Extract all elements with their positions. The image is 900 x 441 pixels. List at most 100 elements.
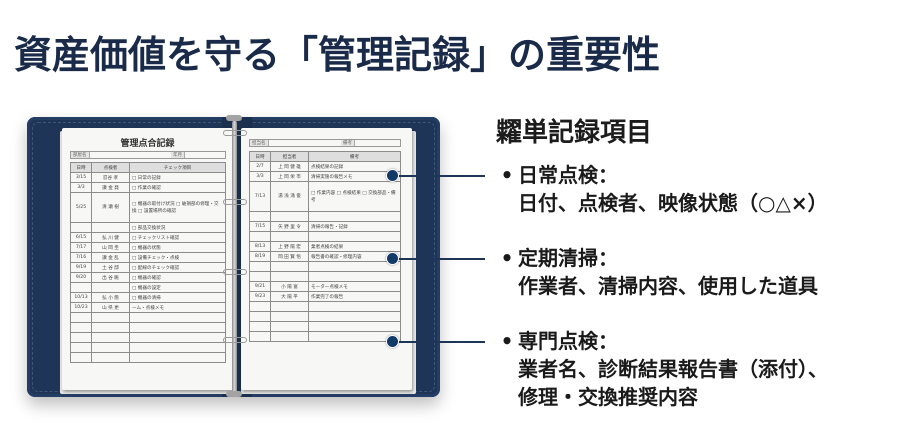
cell-date: [249, 321, 271, 332]
cell-date: 7/13: [249, 181, 271, 212]
cell-date: [249, 261, 271, 272]
cell-notes: 業者点検の結果: [308, 241, 401, 252]
cell-date: [70, 282, 92, 293]
cell-notes: □ 配線のチェック確認: [129, 262, 226, 273]
table-row: [249, 271, 401, 282]
cell-date: [70, 222, 92, 233]
cell-date: 7/17: [70, 242, 92, 253]
section-heading: 糶単記録項目: [496, 118, 653, 148]
cell-notes: □ 作業内容 □ 点検結果 □ 交換部品・備考: [308, 181, 401, 212]
column-header: 日時: [70, 162, 92, 173]
cell-notes: [308, 311, 401, 322]
cell-notes: 作業完了の報告: [308, 291, 401, 302]
item-label: 専門点検：: [496, 327, 828, 355]
log-title: 管理点合記録: [120, 139, 175, 149]
cell-inspector: 岡 田 賢 悟: [270, 251, 309, 262]
item-detail: 業者名、診断結果報告書（添付）、: [518, 357, 828, 381]
cell-notes: □ 機器の清掃: [129, 292, 226, 303]
cell-notes: □ 作業の確認: [129, 182, 226, 193]
callout-line: [393, 341, 485, 343]
cell-notes: 点検結果の記録: [308, 161, 401, 172]
cell-inspector: 讃 金 乱: [91, 252, 130, 263]
cell-notes: 清掃の報告・記録: [308, 221, 401, 232]
cell-date: [249, 331, 271, 342]
cell-inspector: 出 谷 眺: [91, 272, 130, 283]
table-row: [70, 322, 226, 333]
table-row: □ 部品交換状況: [70, 222, 226, 233]
ring-cap-bottom: [226, 391, 242, 397]
cell-notes: [129, 342, 226, 353]
cell-inspector: 土 谷 邸: [91, 262, 130, 273]
cell-inspector: [270, 331, 309, 342]
cell-date: 9/23: [249, 291, 271, 302]
cell-notes: □ 設備チェック・点検: [129, 252, 226, 263]
cell-notes: [129, 312, 226, 323]
meta-label: 担当名: [250, 140, 269, 146]
cell-inspector: [91, 322, 130, 333]
cell-inspector: 湯 浅 涌 俊: [270, 181, 309, 212]
cell-notes: [129, 352, 226, 363]
cell-inspector: [270, 321, 309, 332]
cell-date: 3/3: [70, 182, 92, 193]
item-detail: 作業者、清掃内容、使用した道具: [518, 274, 818, 298]
cell-inspector: [91, 352, 130, 363]
cell-inspector: [91, 342, 130, 353]
cell-inspector: [270, 231, 309, 242]
table-row: [70, 332, 226, 343]
callout-dot: [386, 335, 399, 348]
cell-inspector: 讃 金 発: [91, 182, 130, 193]
cell-date: [249, 231, 271, 242]
cell-date: [70, 352, 92, 363]
cell-inspector: 弘 川 健: [91, 232, 130, 243]
cell-notes: [308, 331, 401, 342]
cell-date: 8/13: [249, 241, 271, 252]
cell-inspector: 小 陽 富: [270, 281, 309, 292]
cell-date: [70, 322, 92, 333]
cell-notes: [308, 301, 401, 312]
cell-notes: □ 機器の取付け状況 □ 破損部の修理・交換 □ 設置場所の確認: [129, 192, 226, 223]
cell-notes: [308, 321, 401, 332]
cell-inspector: 矢 野 里 令: [270, 221, 309, 232]
table-row: [249, 311, 401, 322]
cell-date: 6/15: [70, 232, 92, 243]
page-title: 資産価値を守る「管理記録」の重要性: [14, 33, 661, 77]
cell-notes: □ 日常の記録: [129, 172, 226, 183]
cell-date: 8/19: [249, 251, 271, 262]
cell-date: 7/16: [70, 252, 92, 263]
column-header: 備考: [308, 151, 401, 162]
cell-date: [249, 271, 271, 282]
cell-notes: モーター点検メモ: [308, 281, 401, 292]
cell-date: [249, 301, 271, 312]
cell-inspector: 清 瀬 樹: [91, 192, 130, 223]
column-header: 担当者: [270, 151, 309, 162]
record-item-cleaning: 定期清掃： 作業者、清掃内容、使用した道具: [496, 244, 818, 300]
binder-ring: [223, 199, 247, 205]
cell-date: 10/23: [70, 302, 92, 313]
column-header: チェック項目: [129, 162, 226, 173]
callout-line: [393, 175, 485, 177]
record-item-daily: 日常点検： 日付、点検者、映像状態（○△×）: [496, 161, 828, 217]
cell-date: [249, 311, 271, 322]
cell-date: 3/15: [70, 172, 92, 183]
cell-inspector: [91, 312, 130, 323]
item-detail: 日付、点検者、映像状態（○△×）: [518, 191, 828, 215]
cell-inspector: 忍谷 孝: [91, 172, 130, 183]
meta-label: 備考: [341, 140, 355, 146]
cell-notes: [129, 322, 226, 333]
cell-notes: [308, 211, 401, 222]
table-row: [249, 231, 401, 242]
